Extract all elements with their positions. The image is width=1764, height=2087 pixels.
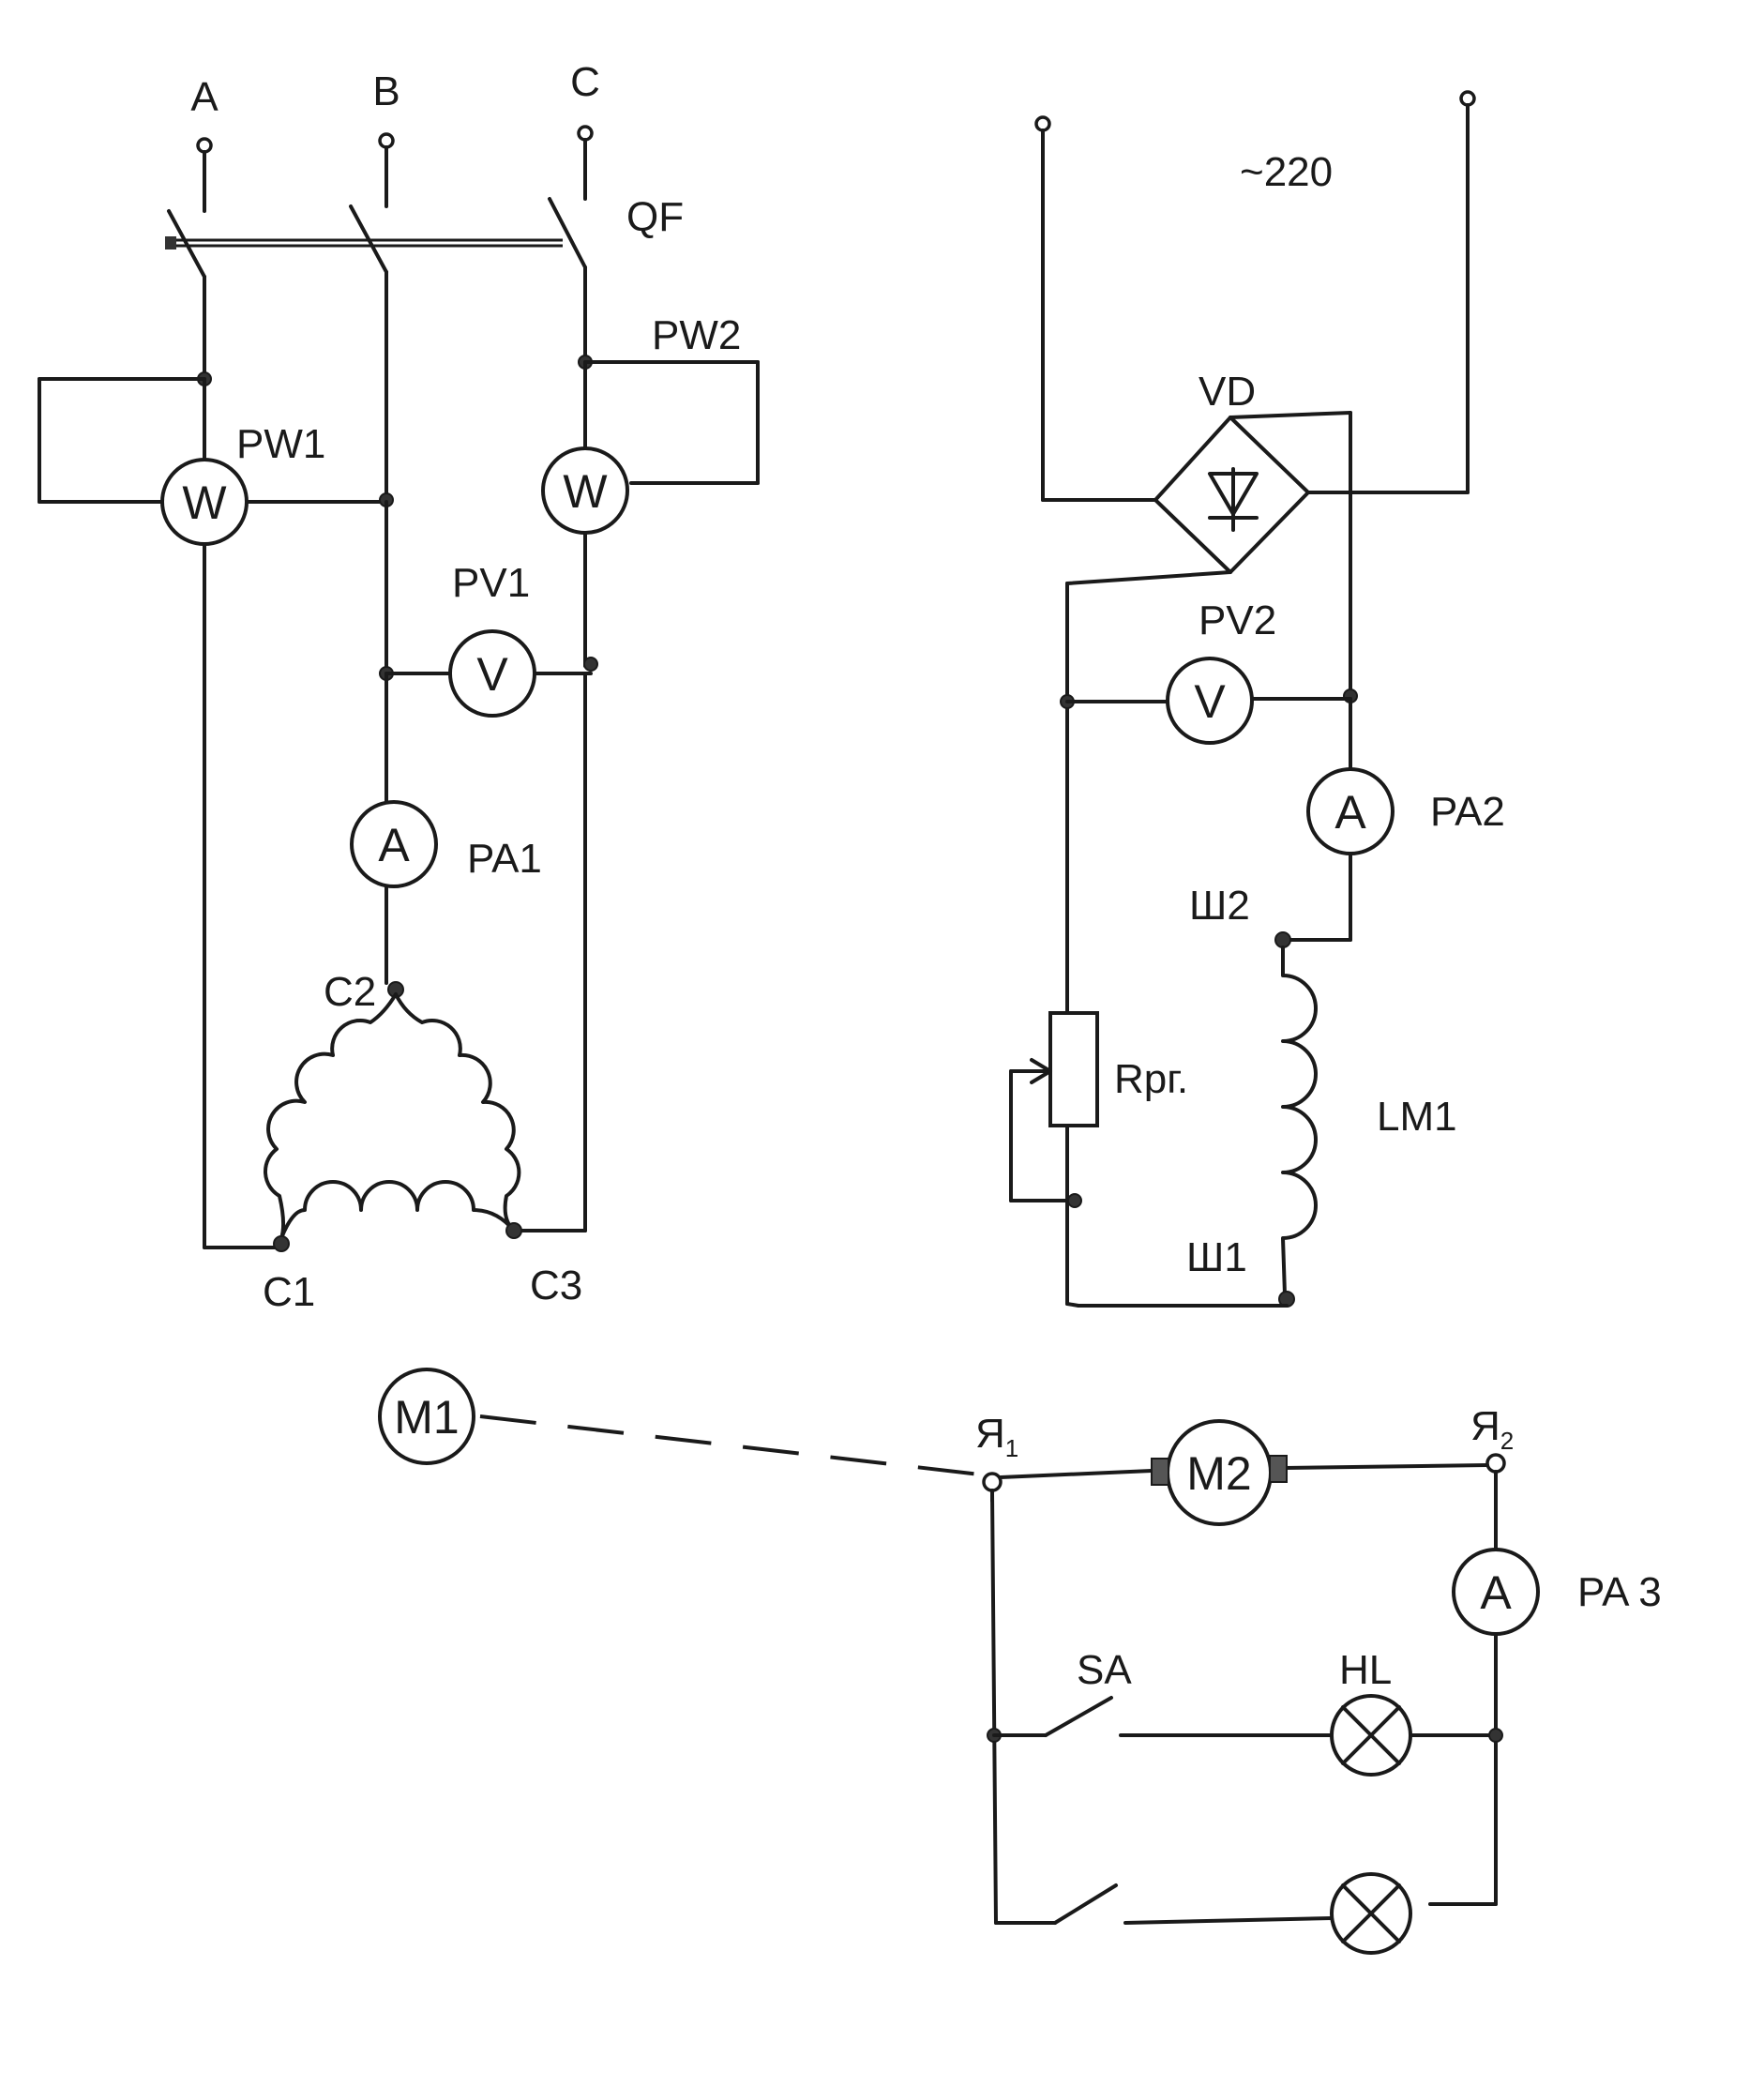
label-sa: SA [1077, 1647, 1132, 1693]
label-phase-c: C [570, 59, 600, 105]
breaker-qf [165, 197, 587, 279]
label-rheostat: Rрг. [1114, 1056, 1188, 1102]
motor-m1: M1 [378, 1368, 475, 1465]
wattmeter-pw1-symbol: W [182, 476, 227, 529]
label-pv1: PV1 [452, 560, 530, 606]
label-pv2: PV2 [1199, 597, 1276, 643]
wattmeter-pw1: W [160, 458, 249, 546]
label-ya2-sub: 2 [1500, 1427, 1514, 1455]
ammeter-pa1: A [350, 800, 438, 888]
label-ya1-sub: 1 [1005, 1434, 1018, 1462]
label-220: ~220 [1240, 149, 1333, 195]
wattmeter-pw2-symbol: W [563, 465, 608, 518]
dc-field-circuit: V A ~220 VD PV2 PA2 Ш2 [1009, 90, 1505, 1308]
label-c1: C1 [263, 1269, 315, 1315]
label-breaker-qf: QF [626, 194, 684, 240]
generator-m2: M2 [1151, 1419, 1288, 1526]
terminal-phase-a [196, 137, 213, 154]
ammeter-pa2: A [1306, 767, 1395, 855]
wattmeter-pw2: W [541, 446, 629, 535]
voltmeter-pv1-symbol: V [476, 648, 508, 701]
mechanical-coupling [479, 1414, 981, 1476]
label-sh1: Ш1 [1186, 1234, 1247, 1280]
generator-m2-symbol: M2 [1186, 1447, 1251, 1500]
field-winding-lm1 [1281, 945, 1318, 1296]
label-ya2-main: Я [1470, 1403, 1500, 1449]
generator-load-circuit: M2 A [975, 1403, 1662, 1955]
label-phase-b: B [372, 68, 400, 114]
label-c2: C2 [324, 969, 376, 1015]
terminal-phase-b [378, 132, 395, 149]
terminal-phase-c [577, 125, 594, 142]
label-pa2: PA2 [1430, 789, 1505, 835]
label-ya2: Я2 [1470, 1403, 1514, 1455]
motor-m1-symbol: M1 [394, 1391, 459, 1444]
label-vd: VD [1199, 369, 1256, 415]
rheostat-rrg [1009, 1011, 1099, 1208]
label-ya1-main: Я [975, 1411, 1005, 1457]
label-pw1: PW1 [236, 421, 325, 467]
label-lm1: LM1 [1377, 1094, 1457, 1140]
terminal-220-right [1459, 90, 1476, 107]
label-c3: C3 [530, 1263, 582, 1308]
ammeter-pa1-symbol: A [378, 819, 410, 871]
ammeter-pa3: A [1452, 1548, 1540, 1636]
three-phase-circuit: W W V A M1 [38, 59, 981, 1476]
switch-sa [1044, 1696, 1113, 1737]
ammeter-pa3-symbol: A [1480, 1566, 1512, 1619]
lamp-hl [1330, 1694, 1412, 1777]
rectifier-vd [1153, 416, 1310, 574]
terminal-ya2 [1485, 1453, 1506, 1474]
ammeter-pa2-symbol: A [1334, 786, 1366, 839]
stator-delta-winding [263, 981, 522, 1252]
switch-2 [1053, 1883, 1118, 1925]
voltmeter-pv2-symbol: V [1194, 675, 1226, 728]
voltmeter-pv2: V [1166, 657, 1254, 745]
terminal-ya1 [982, 1472, 1003, 1492]
voltmeter-pv1: V [448, 629, 536, 718]
label-pa3: PA 3 [1577, 1569, 1662, 1615]
label-phase-a: A [190, 74, 219, 120]
lamp-2 [1330, 1872, 1412, 1955]
label-pw2: PW2 [652, 312, 741, 358]
terminal-220-left [1034, 115, 1051, 132]
label-sh2: Ш2 [1189, 883, 1250, 929]
label-ya1: Я1 [975, 1411, 1018, 1462]
label-pa1: PA1 [467, 836, 542, 882]
label-hl: HL [1339, 1647, 1392, 1693]
